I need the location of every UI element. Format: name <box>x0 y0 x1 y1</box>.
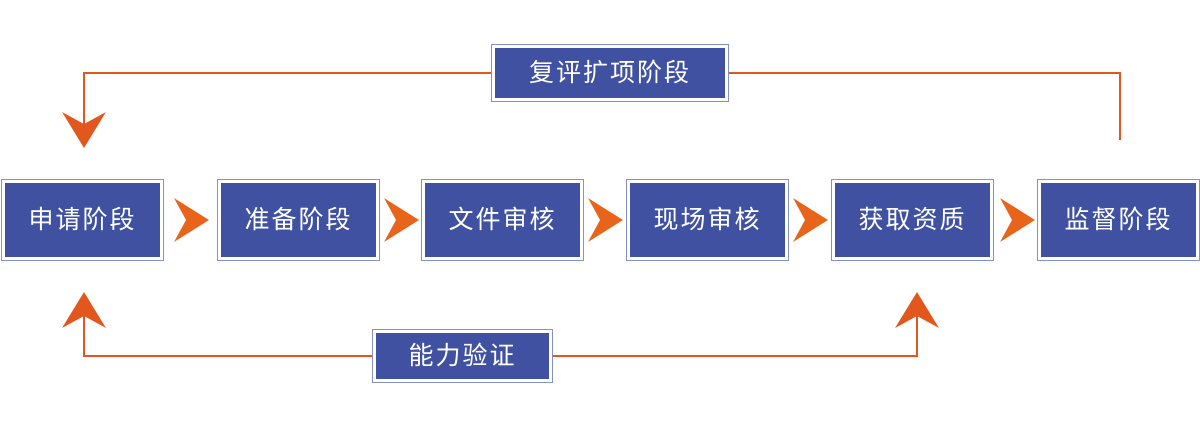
bottom-feedback-line-right <box>552 312 918 357</box>
chevron-right-icon-3 <box>588 198 623 242</box>
stage-box-apply-label: 申请阶段 <box>28 205 137 234</box>
feedback-box-reassessment[interactable]: 复评扩项阶段 <box>491 44 729 102</box>
feedback-box-reassessment-label: 复评扩项阶段 <box>528 58 691 87</box>
bottom-feedback-arrowhead-up-right-icon <box>895 292 939 328</box>
chevron-right-icon-4 <box>793 198 828 242</box>
stage-box-supervise-label: 监督阶段 <box>1064 205 1173 234</box>
stage-box-doc-review[interactable]: 文件审核 <box>421 179 584 261</box>
stage-box-prepare[interactable]: 准备阶段 <box>217 179 380 261</box>
top-feedback-line-left <box>83 72 492 128</box>
stage-box-obtain[interactable]: 获取资质 <box>831 179 994 261</box>
feedback-box-competency-label: 能力验证 <box>408 341 517 370</box>
chevron-right-icon-5 <box>1000 198 1035 242</box>
stage-box-site-audit[interactable]: 现场审核 <box>626 179 789 261</box>
stage-box-prepare-label: 准备阶段 <box>244 205 353 234</box>
stage-box-doc-review-label: 文件审核 <box>448 205 557 234</box>
chevron-right-icon-1 <box>174 198 209 242</box>
bottom-feedback-line-left <box>83 312 373 357</box>
feedback-box-competency[interactable]: 能力验证 <box>372 329 553 383</box>
stage-box-site-audit-label: 现场审核 <box>653 205 762 234</box>
stage-box-apply[interactable]: 申请阶段 <box>1 179 164 261</box>
chevron-right-icon-2 <box>384 198 419 242</box>
stage-box-supervise[interactable]: 监督阶段 <box>1037 179 1200 261</box>
bottom-feedback-arrowhead-up-left-icon <box>62 292 106 328</box>
top-feedback-line-right <box>728 72 1121 140</box>
top-feedback-arrowhead-down-icon <box>62 112 106 148</box>
stage-box-obtain-label: 获取资质 <box>858 205 967 234</box>
